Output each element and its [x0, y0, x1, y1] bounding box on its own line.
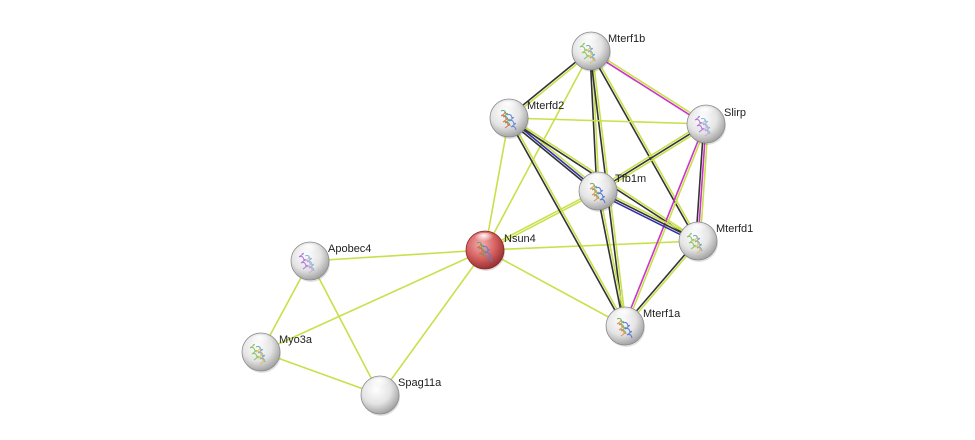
node-highlight: [249, 334, 273, 349]
protein-structure-icon: [298, 252, 315, 274]
edge-line: [309, 249, 486, 262]
protein-structure-icon: [694, 115, 711, 137]
edge-line: [484, 50, 592, 251]
node-highlight: [497, 100, 521, 115]
node-highlight: [686, 223, 710, 238]
edge-nsun4-tfb1m[interactable]: [483, 189, 600, 252]
edge-nsun4-mterfd2[interactable]: [484, 117, 510, 251]
edge-line: [309, 260, 381, 396]
node-label: Mterfd2: [527, 100, 564, 112]
edge-mterf1b-slirp[interactable]: [589, 49, 708, 126]
node-apobec4[interactable]: Apobec4: [290, 241, 371, 282]
edge-nsun4-mterf1b[interactable]: [484, 50, 592, 251]
node-spag11a[interactable]: Spag11a: [360, 375, 442, 416]
edge-line: [260, 351, 381, 396]
edge-line: [484, 240, 699, 251]
edge-slirp-tfb1m[interactable]: [596, 121, 708, 194]
edge-line: [596, 121, 706, 190]
node-slirp[interactable]: Slirp: [686, 104, 746, 145]
node-label: Myo3a: [279, 334, 313, 346]
edge-myo3a-spag11a[interactable]: [260, 351, 381, 396]
edge-mterf1b-mterfd1[interactable]: [589, 49, 700, 243]
edge-line: [508, 117, 707, 125]
edge-line: [484, 249, 626, 327]
edge-nsun4-apobec4[interactable]: [309, 249, 486, 262]
edge-line: [589, 50, 698, 243]
edge-line: [697, 123, 707, 242]
edges-layer: [260, 49, 709, 396]
edge-mterfd2-mterf1a[interactable]: [507, 116, 627, 328]
node-nsun4[interactable]: Nsun4: [465, 230, 536, 271]
node-highlight: [473, 232, 497, 247]
edge-line: [483, 189, 599, 250]
edge-nsun4-mterfd1[interactable]: [484, 240, 699, 251]
protein-structure-icon: [249, 343, 266, 365]
node-highlight: [694, 106, 718, 121]
edge-nsun4-spag11a[interactable]: [379, 249, 486, 396]
node-tfb1m[interactable]: Tfb1m: [578, 171, 646, 212]
node-highlight: [586, 173, 610, 188]
node-label: Mterf1a: [643, 308, 681, 320]
edge-line: [598, 125, 708, 194]
edge-line: [507, 117, 625, 328]
node-label: Apobec4: [328, 243, 371, 255]
node-label: Spag11a: [398, 377, 442, 389]
protein-structure-icon: [686, 232, 703, 254]
edge-line: [695, 123, 705, 242]
node-myo3a[interactable]: Myo3a: [241, 332, 313, 373]
edge-nsun4-myo3a[interactable]: [260, 249, 486, 353]
edge-line: [484, 117, 510, 251]
edge-line: [598, 189, 627, 327]
edge-line: [260, 249, 486, 353]
edge-line: [484, 191, 600, 252]
node-mterf1a[interactable]: Mterf1a: [605, 306, 681, 347]
edge-nsun4-mterf1a[interactable]: [484, 249, 626, 327]
node-label: Mterf1b: [608, 33, 645, 45]
edge-mterfd2-slirp[interactable]: [508, 117, 707, 125]
node-highlight: [613, 308, 637, 323]
nodes-layer: Mterf1bMterfd2SlirpTfb1mMterfd1Nsun4Apob…: [241, 31, 753, 416]
edge-tfb1m-mterf1a[interactable]: [596, 189, 627, 328]
edge-line: [589, 51, 707, 126]
edge-line: [509, 116, 627, 327]
node-mterfd2[interactable]: Mterfd2: [489, 98, 564, 139]
node-mterfd1[interactable]: Mterfd1: [678, 221, 753, 262]
edge-line: [597, 123, 707, 192]
node-label: Nsun4: [504, 233, 536, 245]
node-highlight: [579, 33, 603, 48]
edge-line: [590, 49, 708, 124]
node-label: Slirp: [724, 107, 746, 119]
edge-line: [591, 49, 700, 242]
node-label: Tfb1m: [615, 173, 646, 185]
protein-structure-icon: [579, 42, 596, 64]
edge-line: [379, 249, 486, 396]
edge-line: [699, 123, 709, 242]
node-label: Mterfd1: [716, 223, 753, 235]
edge-apobec4-spag11a[interactable]: [309, 260, 381, 396]
node-highlight: [298, 243, 322, 258]
node-highlight: [368, 377, 392, 392]
node-mterf1b[interactable]: Mterf1b: [571, 31, 645, 72]
edge-line: [596, 190, 625, 328]
edge-slirp-mterfd1[interactable]: [695, 123, 709, 242]
